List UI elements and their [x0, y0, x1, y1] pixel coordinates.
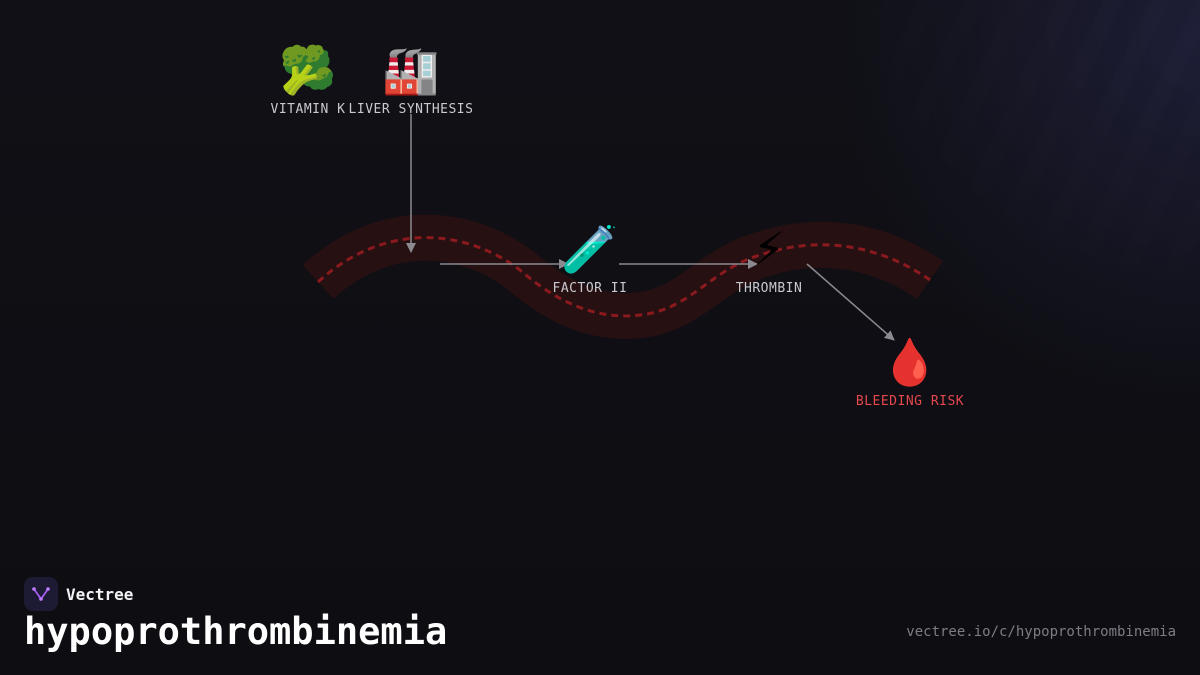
node-bleeding-risk: 🩸 BLEEDING RISK: [856, 334, 964, 409]
node-factor-ii: 🧪 FACTOR II: [553, 221, 628, 296]
node-liver-synthesis: 🏭 LIVER SYNTHESIS: [349, 42, 474, 117]
node-label: LIVER SYNTHESIS: [348, 102, 474, 117]
node-label: THROMBIN: [735, 281, 803, 296]
lightning-icon: ⚡: [752, 222, 786, 276]
brand-name: Vectree: [66, 584, 134, 604]
wave-dashed-line: [316, 236, 931, 318]
node-label: FACTOR II: [552, 281, 628, 296]
factory-icon: 🏭: [382, 43, 440, 97]
node-thrombin: ⚡ THROMBIN: [736, 221, 803, 296]
blood-drop-icon: 🩸: [881, 335, 939, 389]
brand: Vectree: [24, 577, 133, 611]
node-label: VITAMIN K: [270, 102, 346, 117]
vectree-logo-icon: [24, 577, 58, 611]
test-tube-icon: 🧪: [561, 222, 619, 276]
page-title: hypoprothrombinemia: [24, 610, 448, 653]
broccoli-icon: 🥦: [279, 43, 337, 97]
node-vitamin-k: 🥦 VITAMIN K: [271, 42, 346, 117]
vectree-logo-mark: [32, 587, 50, 601]
page-url[interactable]: vectree.io/c/hypoprothrombinemia: [906, 624, 1176, 640]
node-label: BLEEDING RISK: [855, 394, 965, 409]
edge-thrombin-to-bleeding: [806, 263, 895, 341]
